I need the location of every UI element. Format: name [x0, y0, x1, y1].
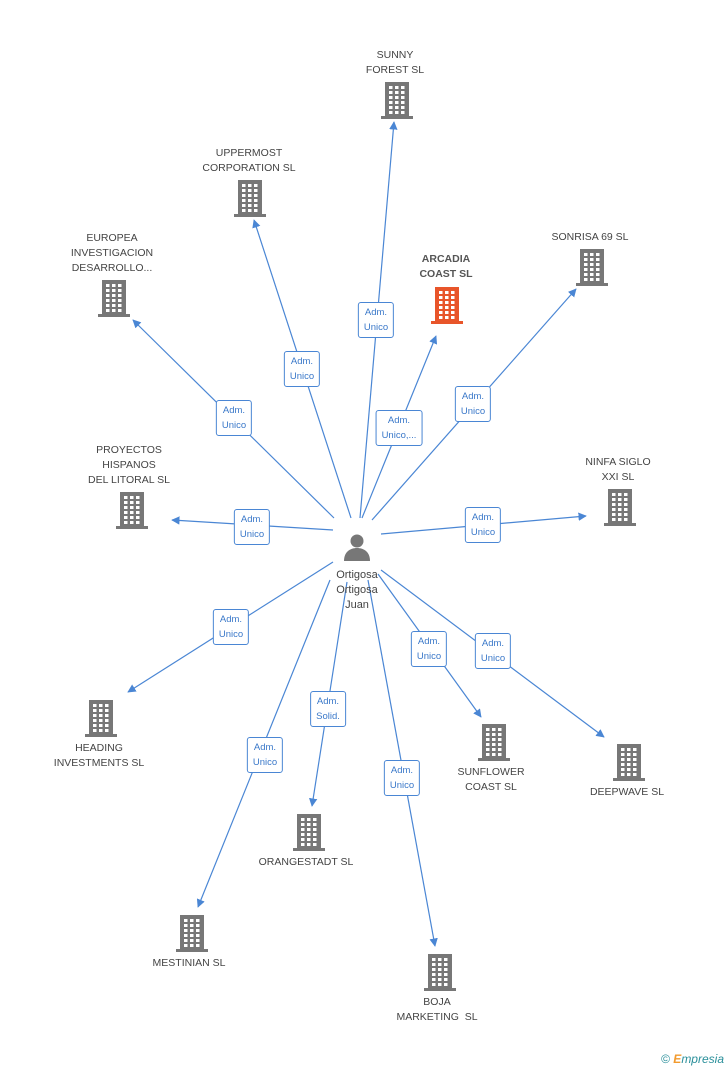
- company-name[interactable]: UPPERMOST CORPORATION SL: [202, 147, 296, 174]
- company-name[interactable]: EUROPEA INVESTIGACION DESARROLLO...: [70, 232, 154, 274]
- company-node-sunflower[interactable]: [476, 722, 512, 762]
- company-name[interactable]: PROYECTOS HISPANOS DEL LITORAL SL: [88, 444, 170, 486]
- building-icon: [576, 249, 608, 286]
- relation-label-proyectos[interactable]: Adm. Unico: [233, 509, 271, 545]
- company-node-mestinian[interactable]: [174, 913, 210, 953]
- brand-logo-initial: E: [673, 1052, 682, 1066]
- company-name[interactable]: ORANGESTADT SL: [258, 856, 354, 868]
- relation-label-ninfa[interactable]: Adm. Unico: [464, 507, 502, 543]
- building-icon: [85, 700, 117, 737]
- company-node-europea[interactable]: [96, 278, 132, 318]
- relation-label-sunny-forest[interactable]: Adm. Unico: [357, 302, 395, 338]
- copyright-icon: ©: [661, 1052, 670, 1066]
- relation-label-sonrisa[interactable]: Adm. Unico: [454, 386, 492, 422]
- company-name[interactable]: ARCADIA COAST SL: [419, 253, 473, 280]
- company-name[interactable]: DEEPWAVE SL: [589, 786, 665, 798]
- building-icon: [116, 492, 148, 529]
- building-icon: [293, 814, 325, 851]
- relation-label-sunflower[interactable]: Adm. Unico: [410, 631, 448, 667]
- relation-label-deepwave[interactable]: Adm. Unico: [474, 633, 512, 669]
- building-icon: [176, 915, 208, 952]
- relation-label-heading[interactable]: Adm. Unico: [212, 609, 250, 645]
- relation-label-europea[interactable]: Adm. Unico: [215, 400, 253, 436]
- building-icon: [478, 724, 510, 761]
- company-name[interactable]: MESTINIAN SL: [152, 957, 226, 969]
- building-icon: [431, 287, 463, 324]
- company-node-ninfa[interactable]: [602, 487, 638, 527]
- company-node-deepwave[interactable]: [611, 742, 647, 782]
- company-node-proyectos[interactable]: [114, 490, 150, 530]
- company-name[interactable]: NINFA SIGLO XXI SL: [585, 456, 651, 483]
- brand-footer[interactable]: © Empresia: [661, 1052, 724, 1066]
- relation-label-arcadia[interactable]: Adm. Unico,...: [375, 410, 423, 446]
- company-name[interactable]: HEADING INVESTMENTS SL: [53, 742, 145, 769]
- company-node-sonrisa[interactable]: [574, 247, 610, 287]
- company-node-orangestadt[interactable]: [291, 812, 327, 852]
- person-name[interactable]: Ortigosa Ortigosa Juan: [336, 569, 378, 611]
- company-node-arcadia[interactable]: [429, 285, 465, 325]
- relation-label-orangestadt[interactable]: Adm. Solid.: [310, 691, 346, 727]
- building-icon: [98, 280, 130, 317]
- relation-label-uppermost[interactable]: Adm. Unico: [283, 351, 321, 387]
- company-node-boja[interactable]: [422, 952, 458, 992]
- relation-label-boja[interactable]: Adm. Unico: [383, 760, 421, 796]
- relation-label-mestinian[interactable]: Adm. Unico: [246, 737, 284, 773]
- building-icon: [604, 489, 636, 526]
- company-name[interactable]: SUNFLOWER COAST SL: [457, 766, 525, 793]
- person-icon[interactable]: [342, 532, 372, 562]
- building-icon: [234, 180, 266, 217]
- company-name[interactable]: BOJA MARKETING SL: [396, 996, 478, 1023]
- company-node-heading[interactable]: [83, 698, 119, 738]
- brand-name: mpresia: [681, 1052, 724, 1066]
- company-node-uppermost[interactable]: [232, 178, 268, 218]
- company-name[interactable]: SUNNY FOREST SL: [365, 49, 425, 76]
- company-node-sunny-forest[interactable]: [379, 80, 415, 120]
- building-icon: [613, 744, 645, 781]
- company-name[interactable]: SONRISA 69 SL: [551, 231, 629, 243]
- building-icon: [381, 82, 413, 119]
- building-icon: [424, 954, 456, 991]
